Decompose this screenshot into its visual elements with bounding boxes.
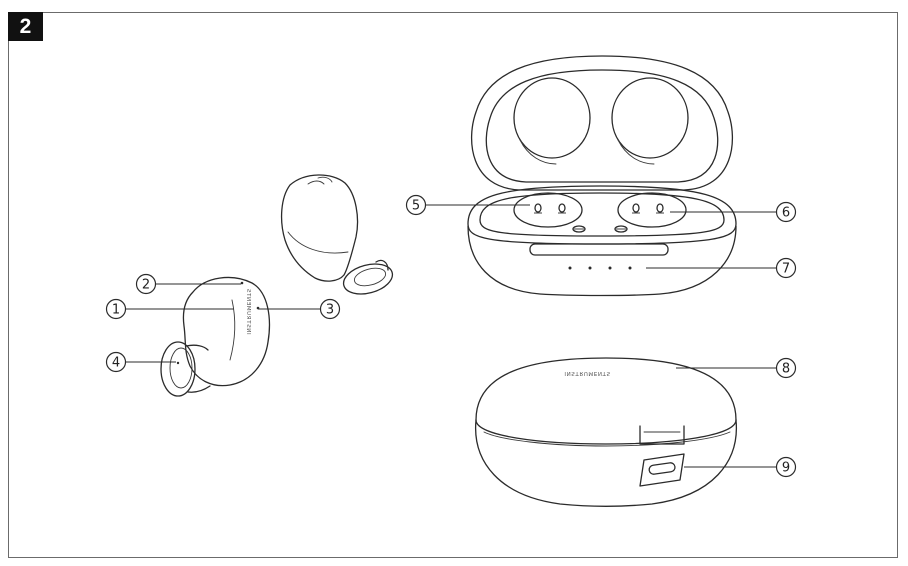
callout-9: 9	[775, 456, 797, 478]
figure-number-badge: 2	[8, 12, 43, 41]
svg-text:1: 1	[112, 303, 120, 318]
callout-5: 5	[405, 194, 427, 216]
callout-6: 6	[775, 201, 797, 223]
figure-frame	[8, 12, 898, 558]
led-indicators	[568, 266, 632, 270]
callout-3: 3	[319, 298, 341, 320]
callout-4: 4	[105, 351, 127, 373]
charging-pins-left	[534, 203, 566, 214]
left-earbud: ƧTИƎMUЯTƧИI	[160, 276, 271, 397]
usb-c-port	[639, 453, 685, 487]
case-brand-text: ƧTИƎMUЯTƧИI	[564, 370, 610, 376]
svg-text:3: 3	[326, 303, 334, 318]
callout-8: 8	[775, 357, 797, 379]
svg-text:7: 7	[782, 262, 790, 277]
callout-2: 2	[135, 273, 157, 295]
svg-text:2: 2	[142, 278, 150, 293]
left-earbud-brand-text: ƧTИƎMUЯTƧИI	[245, 289, 251, 335]
svg-text:8: 8	[782, 362, 790, 377]
charging-case-closed: ƧTИƎMUЯTƧИI	[474, 357, 738, 507]
charging-pins-right	[632, 203, 664, 214]
svg-text:9: 9	[782, 461, 790, 476]
callout-1: 1	[105, 298, 127, 320]
right-earbud	[280, 174, 394, 295]
svg-text:5: 5	[412, 199, 420, 214]
svg-text:6: 6	[782, 206, 790, 221]
charging-case-open	[467, 55, 737, 297]
callout-leaders	[126, 204, 776, 468]
callout-7: 7	[775, 257, 797, 279]
svg-text:4: 4	[112, 356, 120, 371]
